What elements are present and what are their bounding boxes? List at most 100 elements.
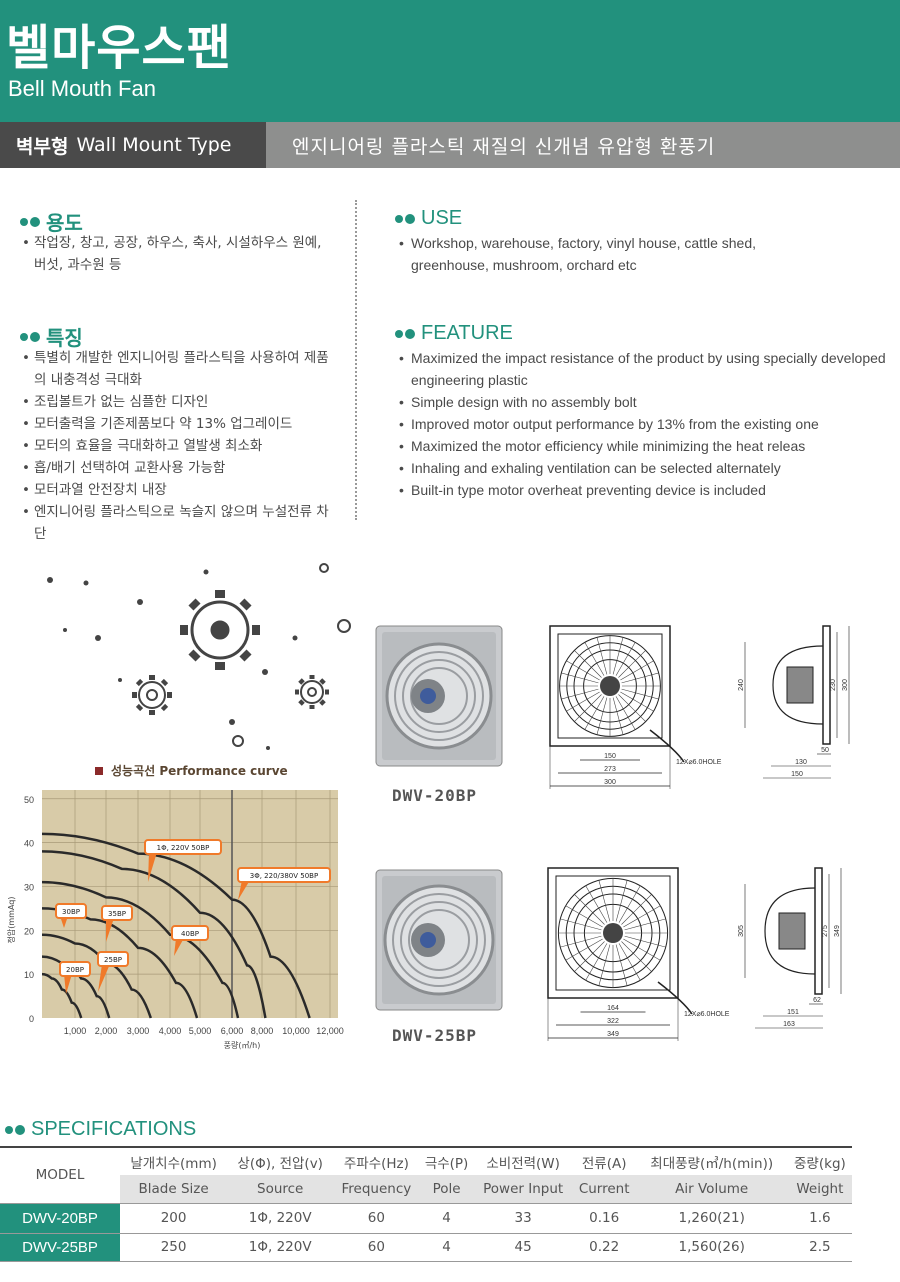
col-header-ko: 상(Φ), 전압(v) bbox=[227, 1146, 334, 1175]
table-row: DWV-20BP 200 1Φ, 220V 60 4 33 0.16 1,260… bbox=[0, 1202, 852, 1233]
bullet-dots-icon bbox=[20, 216, 40, 227]
table-cell: 4 bbox=[419, 1202, 474, 1233]
bell-mouth-outline bbox=[772, 645, 824, 725]
callout-label: 40BP bbox=[181, 930, 199, 938]
dimension-label: 322 bbox=[607, 1018, 619, 1025]
guard-spoke bbox=[560, 935, 602, 948]
dimension-label: 130 bbox=[795, 759, 807, 766]
list-item: Simple design with no assembly bolt bbox=[397, 391, 892, 413]
table-cell: 60 bbox=[333, 1202, 420, 1233]
guard-spoke bbox=[624, 935, 666, 948]
dimension-label: 230 bbox=[830, 679, 837, 691]
motor-hub bbox=[600, 676, 620, 696]
frame-side bbox=[814, 867, 823, 995]
table-cell: 33 bbox=[473, 1202, 573, 1233]
y-tick-label: 40 bbox=[24, 839, 34, 849]
guard-spoke bbox=[584, 642, 605, 676]
col-header-en: Power Input bbox=[473, 1175, 573, 1203]
series-line bbox=[41, 880, 240, 1019]
dimension-label: 50 bbox=[821, 747, 829, 754]
x-tick-label: 6,000 bbox=[221, 1026, 244, 1036]
guard-spoke bbox=[585, 885, 608, 923]
table-row: DWV-25BP 250 1Φ, 220V 60 4 45 0.22 1,560… bbox=[0, 1232, 852, 1262]
dimension-label: 349 bbox=[607, 1031, 619, 1038]
y-axis-label: 정압(mmAq) bbox=[6, 897, 16, 944]
dimension-label: 151 bbox=[787, 1009, 799, 1016]
bell-mouth-outline bbox=[764, 887, 816, 975]
callout-box bbox=[101, 905, 133, 921]
sub-header-bar: 벽부형 Wall Mount Type 엔지니어링 플라스틱 재질의 신개념 유… bbox=[0, 122, 900, 168]
front-drawing-dwv25bp: 164 322 349 12X⌀6.0HOLE bbox=[547, 867, 730, 1041]
model-header: MODEL bbox=[0, 1146, 120, 1203]
guard-spoke bbox=[612, 697, 624, 735]
guard-spoke bbox=[624, 918, 666, 931]
col-header-en: Weight bbox=[787, 1175, 852, 1203]
chart-title: 성능곡선 Performance curve bbox=[95, 762, 288, 779]
callout-pointer bbox=[106, 918, 114, 942]
guard-spoke bbox=[584, 696, 605, 730]
guard-spoke bbox=[566, 691, 600, 712]
product-label-dwv25bp: DWV-25BP bbox=[392, 1026, 478, 1045]
gear-decoration-icon bbox=[47, 563, 351, 750]
power-cord bbox=[657, 981, 693, 1015]
guard-spoke bbox=[574, 941, 605, 972]
guard-spoke bbox=[621, 941, 652, 972]
use-en-list: Workshop, warehouse, factory, vinyl hous… bbox=[397, 232, 817, 276]
callout-box bbox=[55, 903, 87, 919]
specs-header-row-en: Blade Size Source Frequency Pole Power I… bbox=[0, 1175, 852, 1203]
title-english: Bell Mouth Fan bbox=[8, 76, 156, 101]
list-item: Workshop, warehouse, factory, vinyl hous… bbox=[397, 232, 817, 276]
bullet-dots-icon bbox=[5, 1124, 25, 1135]
model-cell: DWV-25BP bbox=[0, 1232, 120, 1262]
list-item: 엔지니어링 플라스틱으로 녹슬지 않으며 누설전류 차단 bbox=[20, 501, 330, 545]
x-tick-label: 1,000 bbox=[64, 1026, 87, 1036]
guard-spoke bbox=[598, 944, 611, 986]
y-tick-label: 50 bbox=[24, 795, 34, 805]
callout-label: 3Φ, 220/380V 50BP bbox=[250, 872, 318, 880]
guard-spoke bbox=[618, 650, 646, 678]
list-item: Inhaling and exhaling ventilation can be… bbox=[397, 457, 892, 479]
table-cell: 1Φ, 220V bbox=[227, 1202, 334, 1233]
use-ko-heading: 용도 bbox=[20, 207, 83, 236]
list-item: Built-in type motor overheat preventing … bbox=[397, 479, 892, 501]
series-line bbox=[41, 972, 83, 1019]
guard-spoke bbox=[621, 894, 652, 925]
col-header-en: Frequency bbox=[333, 1175, 420, 1203]
column-divider bbox=[355, 200, 357, 520]
guard-spoke bbox=[596, 697, 608, 735]
specs-header-row-ko: MODEL 날개치수(mm) 상(Φ), 전압(v) 주파수(Hz) 극수(P)… bbox=[0, 1146, 852, 1203]
guard-spoke bbox=[565, 938, 603, 961]
callout-label: 30BP bbox=[62, 908, 80, 916]
series-line bbox=[41, 850, 267, 1019]
col-header-en: Air Volume bbox=[635, 1175, 788, 1203]
dimension-label: 164 bbox=[607, 1005, 619, 1012]
col-header-en: Current bbox=[572, 1175, 636, 1203]
guard-spoke bbox=[612, 637, 624, 675]
guard-spoke bbox=[585, 943, 608, 981]
callout-box bbox=[59, 961, 91, 977]
guard-spoke bbox=[621, 672, 659, 684]
frame-outline bbox=[549, 625, 671, 747]
mount-type-label: 벽부형 Wall Mount Type bbox=[0, 122, 266, 168]
list-item: 작업장, 창고, 공장, 하우스, 축사, 시설하우스 원예, 버섯, 과수원 … bbox=[20, 232, 330, 276]
hole-label: 12X⌀6.0HOLE bbox=[684, 1011, 730, 1018]
frame-inner bbox=[555, 875, 671, 991]
y-tick-label: 0 bbox=[29, 1014, 34, 1024]
col-header-en: Source bbox=[227, 1175, 334, 1203]
dimension-label: 305 bbox=[738, 925, 745, 937]
guard-spoke bbox=[598, 880, 611, 922]
col-header-ko: 소비전력(W) bbox=[473, 1146, 573, 1175]
guard-spoke bbox=[618, 885, 641, 923]
y-tick-label: 30 bbox=[24, 882, 34, 892]
list-item: 특별히 개발한 엔지니어링 플라스틱을 사용하여 제품의 내충격성 극대화 bbox=[20, 347, 330, 391]
table-cell: 1,560(26) bbox=[635, 1232, 788, 1262]
product-photo-dwv25bp bbox=[375, 869, 503, 1011]
dimension-label: 150 bbox=[791, 771, 803, 778]
table-cell: 1.6 bbox=[787, 1202, 852, 1233]
dimension-label: 273 bbox=[604, 766, 616, 773]
guard-spoke bbox=[574, 694, 602, 722]
list-item: Improved motor output performance by 13%… bbox=[397, 413, 892, 435]
x-tick-label: 12,000 bbox=[316, 1026, 344, 1036]
table-cell: 0.16 bbox=[572, 1202, 636, 1233]
col-header-en: Blade Size bbox=[120, 1175, 228, 1203]
